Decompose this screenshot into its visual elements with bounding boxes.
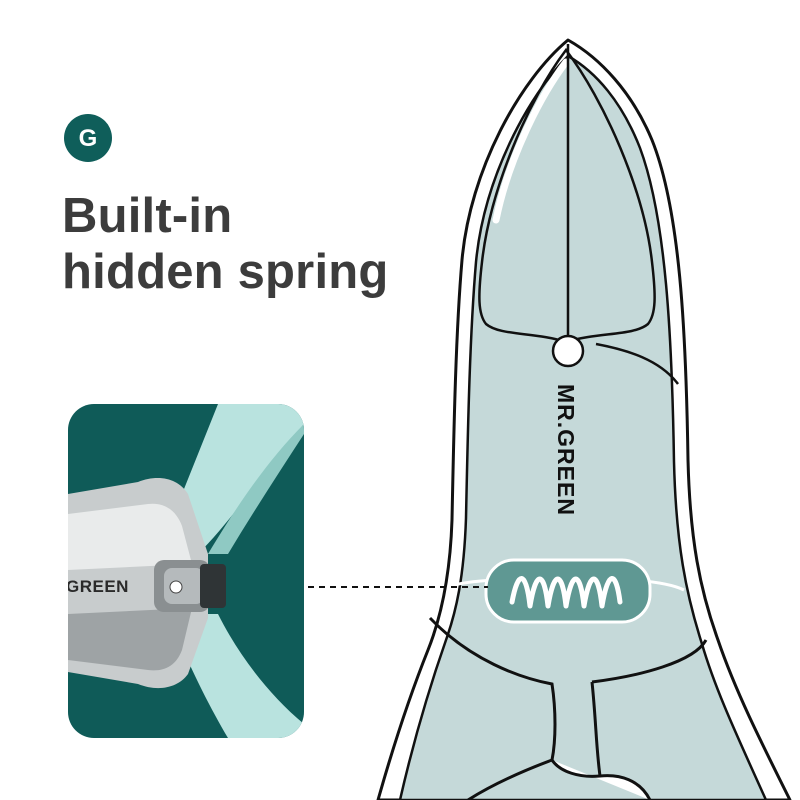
inset-pivot-dot — [169, 580, 183, 594]
closeup-illustration: GREEN — [68, 404, 304, 738]
inset-metal-shadow — [68, 608, 192, 671]
logo-letter: G — [79, 125, 98, 152]
clipper-body-fill — [398, 54, 768, 800]
closeup-inset: GREEN — [68, 404, 304, 738]
inset-handle-shade — [208, 424, 304, 554]
inset-engraving: GREEN — [68, 577, 129, 596]
inset-handle-bottom — [168, 614, 304, 738]
handle-split-left — [428, 616, 557, 761]
handle-split-right — [591, 639, 708, 684]
headline-line-1: Built-in — [62, 189, 233, 243]
right-contour — [595, 342, 679, 385]
headline-line-2: hidden spring — [62, 245, 389, 299]
pivot-pin-icon — [551, 334, 585, 368]
logo-g-icon: G — [79, 125, 98, 152]
jaw-highlight — [492, 58, 570, 224]
brand-logo-badge: G — [64, 114, 112, 162]
clipper-engraving: MR.GREEN — [553, 384, 579, 516]
inset-pivot-face — [164, 568, 204, 604]
headline: Built-in hidden spring — [62, 188, 389, 300]
handle-inner-right — [590, 681, 602, 777]
inset-spring-slot — [200, 564, 226, 608]
spring-coil-icon — [509, 576, 623, 609]
inset-metal-highlight — [68, 503, 192, 570]
handle-bottom-left — [467, 758, 553, 800]
